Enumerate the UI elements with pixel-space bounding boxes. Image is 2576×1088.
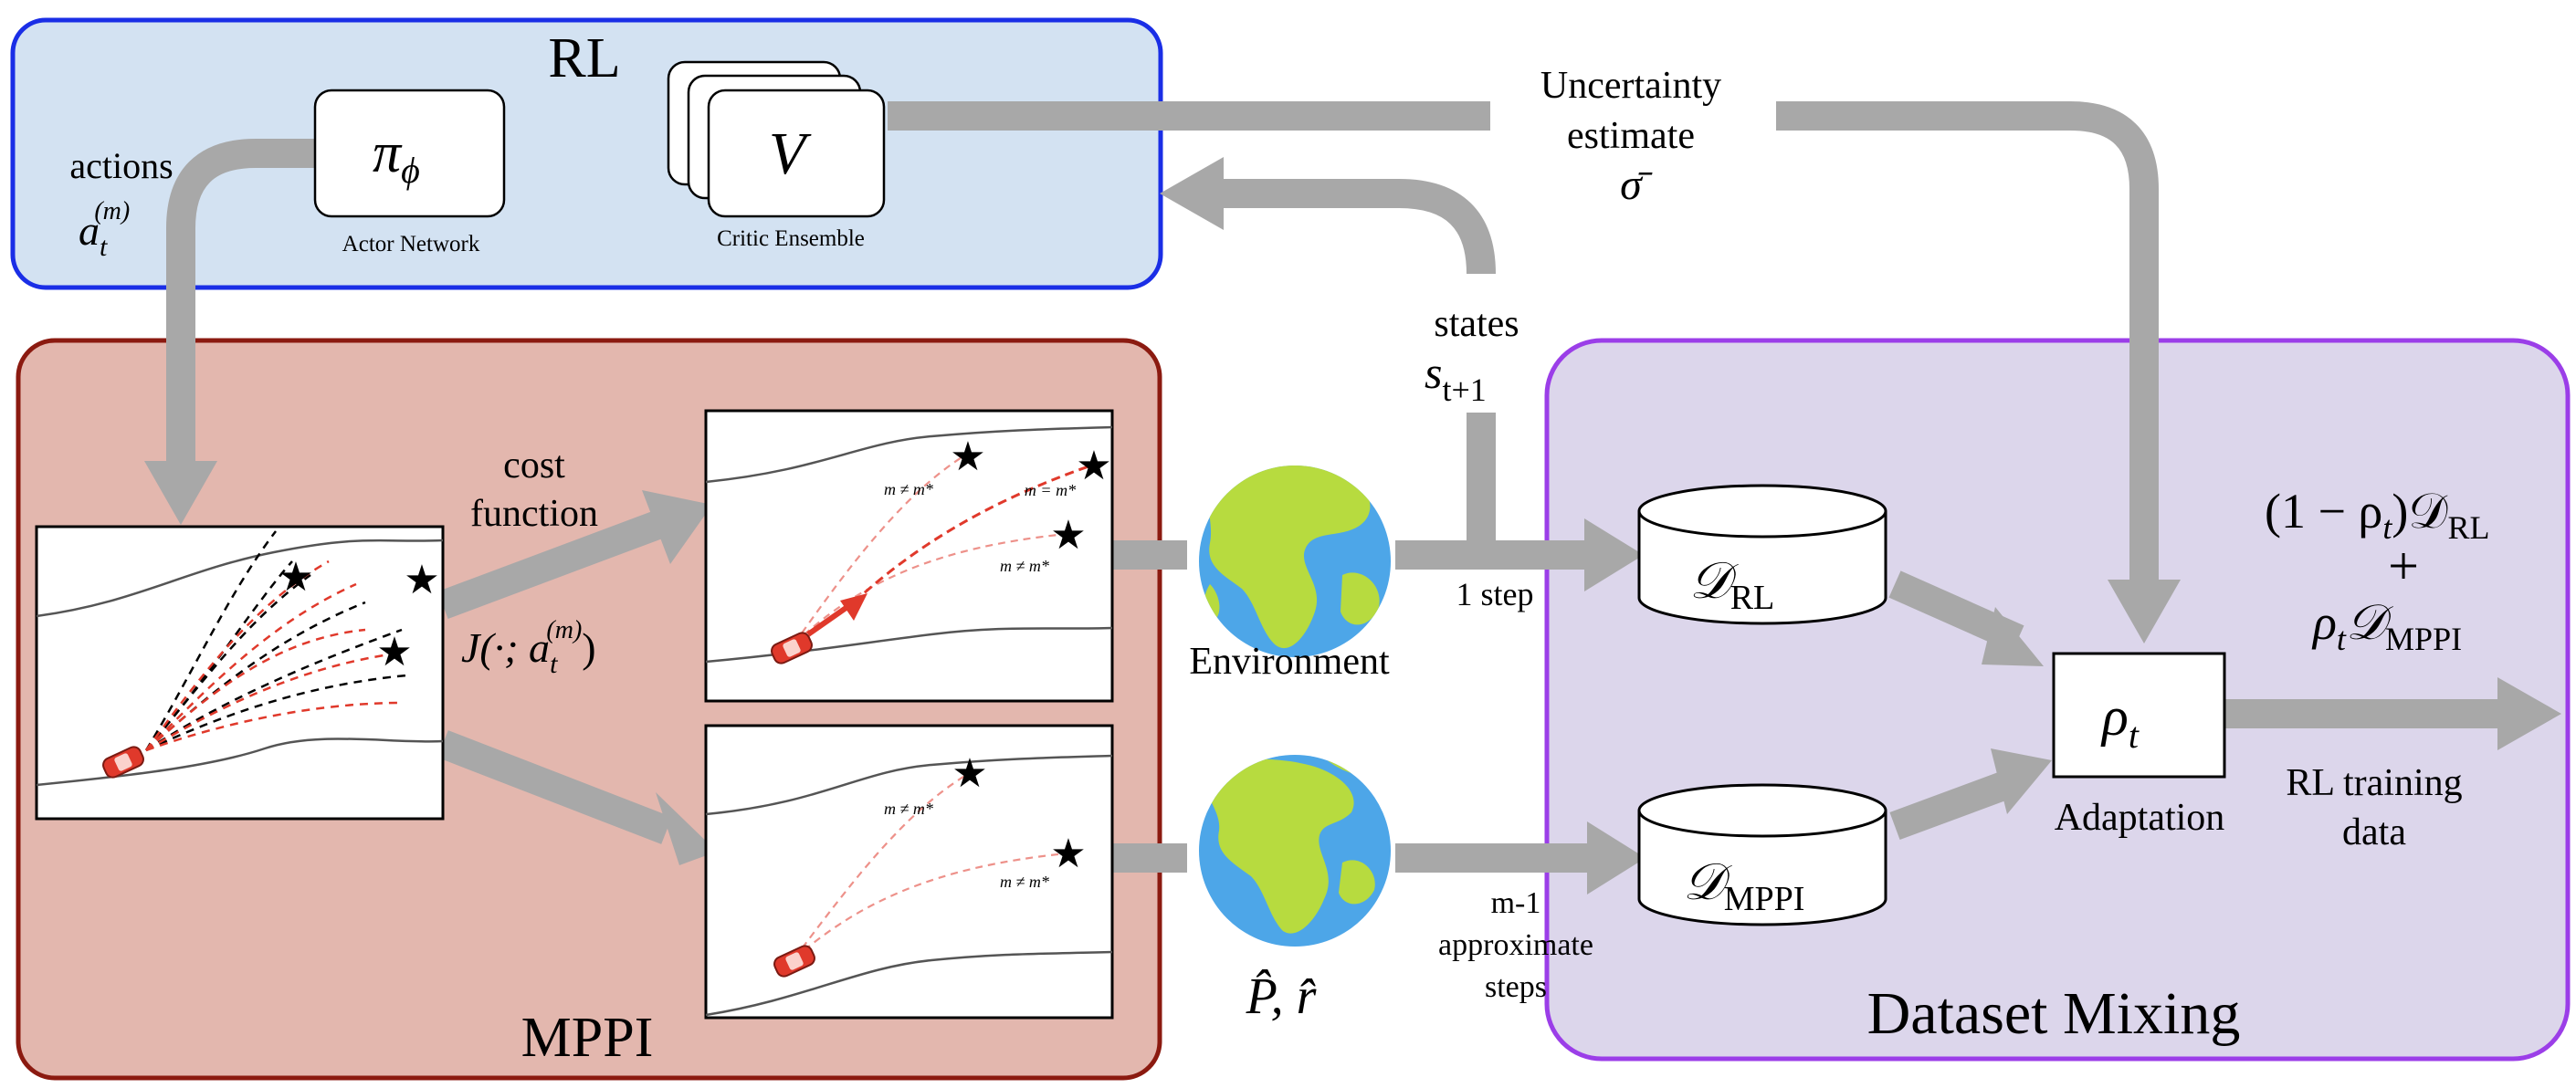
arrows xyxy=(166,101,2502,873)
uncertainty-line1: Uncertainty xyxy=(1540,65,1721,107)
one-step-label: 1 step xyxy=(1456,576,1534,612)
goal-star-1: ★ xyxy=(278,555,313,600)
arrowhead-output xyxy=(2497,677,2561,750)
uncertainty-symbol: σ̄ xyxy=(1620,161,1653,209)
critic-ensemble-boxes xyxy=(667,60,886,218)
critic-caption: Critic Ensemble xyxy=(717,226,865,251)
arrowhead-cost-lower xyxy=(656,792,717,865)
arrow-dmppi-to-adapt xyxy=(1889,766,2024,841)
adaptation-box xyxy=(2052,652,2226,779)
arrowhead-actions xyxy=(144,461,217,525)
arrow-cost-lower xyxy=(437,730,672,844)
mix-formula-line1: (1 − ρt)𝒟RL xyxy=(2265,484,2490,546)
learned-model-globe-icon xyxy=(1199,755,1391,947)
label-best: m = m* xyxy=(1025,481,1076,499)
goal-star-best: ★ xyxy=(1076,444,1111,488)
arrowhead-dmppi-to-adapt xyxy=(1991,748,2052,814)
arrow-uncertainty-to-adaptation xyxy=(1776,101,2159,584)
goal-star-3: ★ xyxy=(376,630,412,675)
actions-label: actions xyxy=(69,145,173,186)
arrowhead-env-to-drl xyxy=(1584,518,1644,591)
approx-line2: approximate xyxy=(1438,928,1593,962)
output-line1: RL training xyxy=(2286,762,2462,804)
rl-dataset-cylinder xyxy=(1637,484,1887,625)
states-label: states xyxy=(1434,303,1519,345)
arrowhead-model-to-dmppi xyxy=(1587,821,1645,894)
arrowhead-drl-to-adapt xyxy=(1982,607,2044,666)
mppi-dataset-cylinder xyxy=(1637,783,1887,926)
label-not-best-3: m ≠ m* xyxy=(884,800,933,818)
goal-star-grey-1: ★ xyxy=(950,434,985,479)
arrowhead-states-to-rl xyxy=(1160,157,1224,230)
car-icon-upper xyxy=(771,632,813,664)
arrow-states-to-rl xyxy=(1214,179,1496,275)
goal-star-grey-3: ★ xyxy=(952,751,987,796)
adaptation-symbol: ρt xyxy=(2100,686,2140,756)
cost-formula: J(·; at(m)) xyxy=(461,616,596,679)
label-not-best-4: m ≠ m* xyxy=(1000,873,1049,891)
approx-line3: steps xyxy=(1485,970,1547,1004)
actor-symbol: πϕ xyxy=(373,122,420,191)
actor-network-box xyxy=(313,89,506,218)
arrow-cost-upper xyxy=(437,511,663,619)
model-rollout-plot: ★ ★ m ≠ m* m ≠ m* xyxy=(704,724,1114,1020)
goal-star-grey-4: ★ xyxy=(1050,832,1086,876)
actor-caption: Actor Network xyxy=(342,232,480,256)
arrow-actions-to-mppi xyxy=(166,139,315,466)
goal-star-2: ★ xyxy=(404,558,439,602)
rl-panel xyxy=(10,17,1163,290)
real-rollout-plot: ★ ★ ★ m ≠ m* m = m* m ≠ m* xyxy=(704,409,1114,703)
approx-line1: m-1 xyxy=(1491,886,1541,920)
car-icon xyxy=(102,746,144,779)
model-label: P̂, r̂ xyxy=(1246,968,1317,1025)
uncertainty-line2: estimate xyxy=(1567,115,1695,157)
arrowhead-cost-upper xyxy=(642,490,712,564)
mppi-dataset-label: 𝒟MPPI xyxy=(1683,854,1804,918)
actions-symbol: at(m) xyxy=(79,197,130,262)
environment-globe-icon xyxy=(1199,466,1391,657)
mppi-title: MPPI xyxy=(521,1007,654,1069)
cost-line2: function xyxy=(470,493,598,535)
goal-star-grey-2: ★ xyxy=(1050,513,1086,558)
adaptation-caption: Adaptation xyxy=(2055,797,2225,839)
mix-formula-plus: + xyxy=(2388,536,2419,596)
arrowheads xyxy=(144,157,2561,894)
cost-line1: cost xyxy=(503,445,565,486)
label-not-best-2: m ≠ m* xyxy=(1000,557,1049,575)
label-not-best-1: m ≠ m* xyxy=(884,480,933,498)
arrowhead-adaptation xyxy=(2108,580,2181,643)
states-symbol: st+1 xyxy=(1425,347,1487,408)
critic-symbol: V xyxy=(769,120,812,187)
car-icon-lower xyxy=(773,945,815,978)
mppi-sampling-plot: ★ ★ ★ xyxy=(35,525,445,821)
environment-label: Environment xyxy=(1189,641,1390,683)
output-line2: data xyxy=(2342,811,2406,853)
mixing-title: Dataset Mixing xyxy=(1867,980,2241,1047)
mix-formula-line3: ρt𝒟MPPI xyxy=(2311,595,2462,657)
rl-title: RL xyxy=(548,27,620,89)
